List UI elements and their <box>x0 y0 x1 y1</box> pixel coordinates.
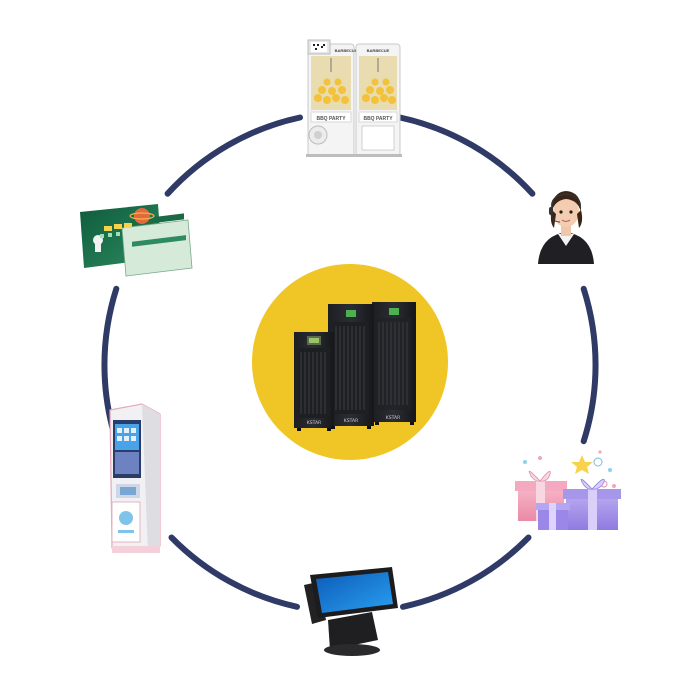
node-pos-terminal <box>304 553 398 656</box>
ups-cabinet-icon: KSTAR KSTAR KSTAR <box>294 302 416 431</box>
ring-segment-bottom-right <box>400 534 532 610</box>
cabinet-brand-2: KSTAR <box>344 418 358 424</box>
claw-signage-left: BARBECUE <box>335 48 358 53</box>
ring-segment-top-right <box>397 114 536 197</box>
ring-segment-top-left <box>164 114 303 197</box>
claw-machine-icon: BBQ PARTY BARBECUE BBQ PARTY BARBECUE <box>306 39 402 157</box>
node-kiosk <box>109 403 161 553</box>
center-ups-node: KSTAR KSTAR KSTAR <box>252 264 448 460</box>
node-customer-service <box>538 191 594 264</box>
claw-signage-right: BARBECUE <box>367 48 390 53</box>
self-service-kiosk-icon <box>109 403 161 553</box>
claw-tag-left: BBQ PARTY <box>316 116 346 122</box>
customer-service-agent-icon <box>538 191 594 264</box>
gift-boxes-icon <box>515 450 621 530</box>
node-claw-machine: BBQ PARTY BARBECUE BBQ PARTY BARBECUE <box>306 39 402 157</box>
pos-terminal-icon <box>304 553 398 656</box>
game-cards-icon <box>80 204 193 277</box>
ring-segment-bottom-left <box>168 534 300 610</box>
claw-tag-right: BBQ PARTY <box>363 116 393 122</box>
cabinet-brand-1: KSTAR <box>307 420 321 426</box>
cabinet-brand-3: KSTAR <box>386 415 400 421</box>
ring-segment-right <box>580 285 599 445</box>
node-gift-boxes <box>515 450 621 530</box>
node-game-cards <box>80 204 193 277</box>
